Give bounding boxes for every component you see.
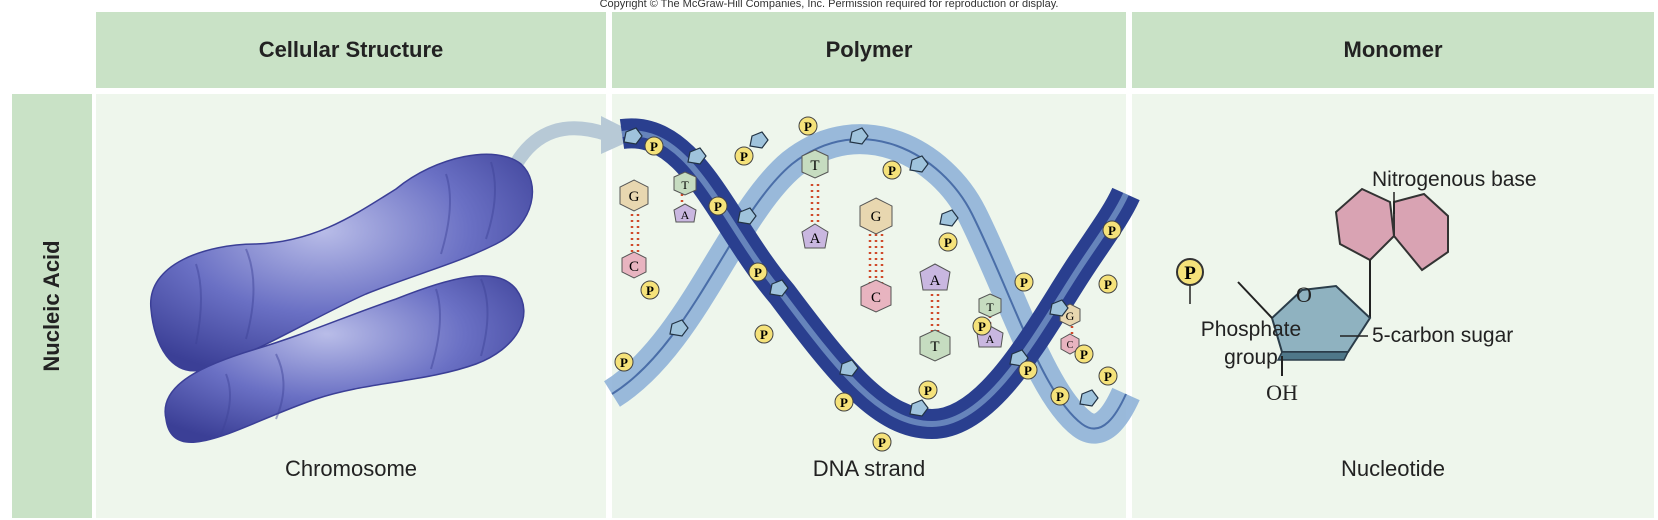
chromatid-bands xyxy=(195,161,496,435)
copyright-notice: Copyright © The McGraw-Hill Companies, I… xyxy=(599,0,1059,10)
svg-text:P: P xyxy=(978,319,986,334)
caption-nucleotide: Nucleotide xyxy=(1341,456,1445,481)
phosphate-18: P xyxy=(1074,344,1094,364)
svg-text:P: P xyxy=(1104,369,1112,384)
svg-text:G: G xyxy=(871,209,882,225)
phosphate-14: P xyxy=(972,316,992,336)
svg-text:P: P xyxy=(646,283,654,298)
svg-text:P: P xyxy=(754,265,762,280)
phosphate-group-icon: P xyxy=(1176,258,1204,286)
svg-text:C: C xyxy=(871,290,881,306)
svg-text:C: C xyxy=(1067,340,1074,351)
svg-text:T: T xyxy=(810,158,819,174)
svg-text:G: G xyxy=(1066,309,1075,323)
sugar-label: 5-carbon sugar xyxy=(1372,324,1514,347)
hydroxyl-label: OH xyxy=(1266,380,1298,405)
phosphate-13: P xyxy=(872,432,892,452)
phosphate-15: P xyxy=(1014,272,1034,292)
sugar-pentagons xyxy=(623,127,1099,417)
svg-text:A: A xyxy=(930,273,941,289)
nucleotide-illustration: P O OH xyxy=(1176,187,1449,405)
phosphate-7: P xyxy=(938,232,958,252)
base-t-mid: T xyxy=(801,149,829,179)
header-monomer: Monomer xyxy=(1132,12,1654,88)
svg-text:P: P xyxy=(1108,223,1116,238)
arrow-head-icon xyxy=(601,116,641,154)
base-t-left: T xyxy=(673,171,697,196)
dna-bases: G C T A T A G C xyxy=(619,149,1081,362)
phosphate-group-label: Phosphate group xyxy=(1200,318,1302,369)
base-c-left: C xyxy=(621,251,647,279)
svg-text:P: P xyxy=(650,139,658,154)
phosphate-16: P xyxy=(1018,360,1038,380)
phosphate-3: P xyxy=(734,146,754,166)
svg-text:T: T xyxy=(681,178,689,192)
svg-text:P: P xyxy=(1080,347,1088,362)
phosphate-19: P xyxy=(1098,274,1118,294)
svg-text:P: P xyxy=(760,327,768,342)
svg-text:G: G xyxy=(629,189,640,205)
base-c-right: C xyxy=(1060,333,1080,355)
nitrogenous-base-ring-6 xyxy=(1393,192,1449,272)
arrow-shaft xyxy=(509,121,613,171)
dna-helix-illustration: G C T A T A G C xyxy=(603,116,1140,452)
phosphate-17: P xyxy=(1050,386,1070,406)
svg-text:T: T xyxy=(930,339,939,355)
svg-text:P: P xyxy=(924,383,932,398)
phosphate-21: P xyxy=(1098,366,1118,386)
svg-text:P: P xyxy=(740,149,748,164)
base-c-mid: C xyxy=(860,279,892,313)
svg-text:P: P xyxy=(1104,277,1112,292)
svg-text:A: A xyxy=(681,208,690,222)
base-a-mid: A xyxy=(801,223,829,249)
svg-text:C: C xyxy=(629,259,639,275)
chromosome-illustration xyxy=(150,116,641,443)
phosphate-12: P xyxy=(918,380,938,400)
phosphate-8: P xyxy=(640,280,660,300)
svg-text:P: P xyxy=(840,395,848,410)
svg-text:P: P xyxy=(1024,363,1032,378)
caption-dna-strand: DNA strand xyxy=(812,456,926,481)
cell-nucleotide xyxy=(1132,94,1654,518)
row-header-nucleic-acid: Nucleic Acid xyxy=(12,94,92,518)
svg-text:P: P xyxy=(1184,263,1196,284)
phosphate-9: P xyxy=(614,352,634,372)
svg-text:A: A xyxy=(810,231,821,247)
caption-chromosome: Chromosome xyxy=(284,456,418,481)
chromatid-lower xyxy=(164,275,525,443)
base-t-right: T xyxy=(919,329,951,362)
base-t-right-2: T xyxy=(978,293,1002,318)
phosphate-5: P xyxy=(882,160,902,180)
phosphate-11: P xyxy=(834,392,854,412)
base-a-right: A xyxy=(919,263,951,291)
header-polymer: Polymer xyxy=(612,12,1126,88)
phosphate-1: P xyxy=(644,136,664,156)
phosphate-10: P xyxy=(754,324,774,344)
base-a-left: A xyxy=(673,203,697,223)
svg-text:P: P xyxy=(1020,275,1028,290)
base-g-left: G xyxy=(619,179,649,212)
nitrogenous-base-ring-5 xyxy=(1334,187,1396,262)
phosphate-6: P xyxy=(748,262,768,282)
svg-text:P: P xyxy=(1056,389,1064,404)
phosphate-2: P xyxy=(708,196,728,216)
nitrogenous-base-label: Nitrogenous base xyxy=(1372,168,1537,191)
svg-text:P: P xyxy=(888,163,896,178)
svg-text:A: A xyxy=(986,332,995,346)
svg-text:P: P xyxy=(620,355,628,370)
svg-text:T: T xyxy=(986,300,994,314)
header-cellular-structure: Cellular Structure xyxy=(96,12,606,88)
phosphate-groups: P P P P P P P P P P P P P P P P P P P P … xyxy=(614,116,1122,452)
svg-text:P: P xyxy=(804,119,812,134)
base-g-mid: G xyxy=(859,197,893,235)
svg-text:P: P xyxy=(878,435,886,450)
phosphate-20: P xyxy=(1102,220,1122,240)
phosphate-4: P xyxy=(798,116,818,136)
svg-text:P: P xyxy=(944,235,952,250)
ring-oxygen-label: O xyxy=(1296,282,1312,307)
svg-text:P: P xyxy=(714,199,722,214)
row-label: Nucleic Acid xyxy=(39,240,64,372)
